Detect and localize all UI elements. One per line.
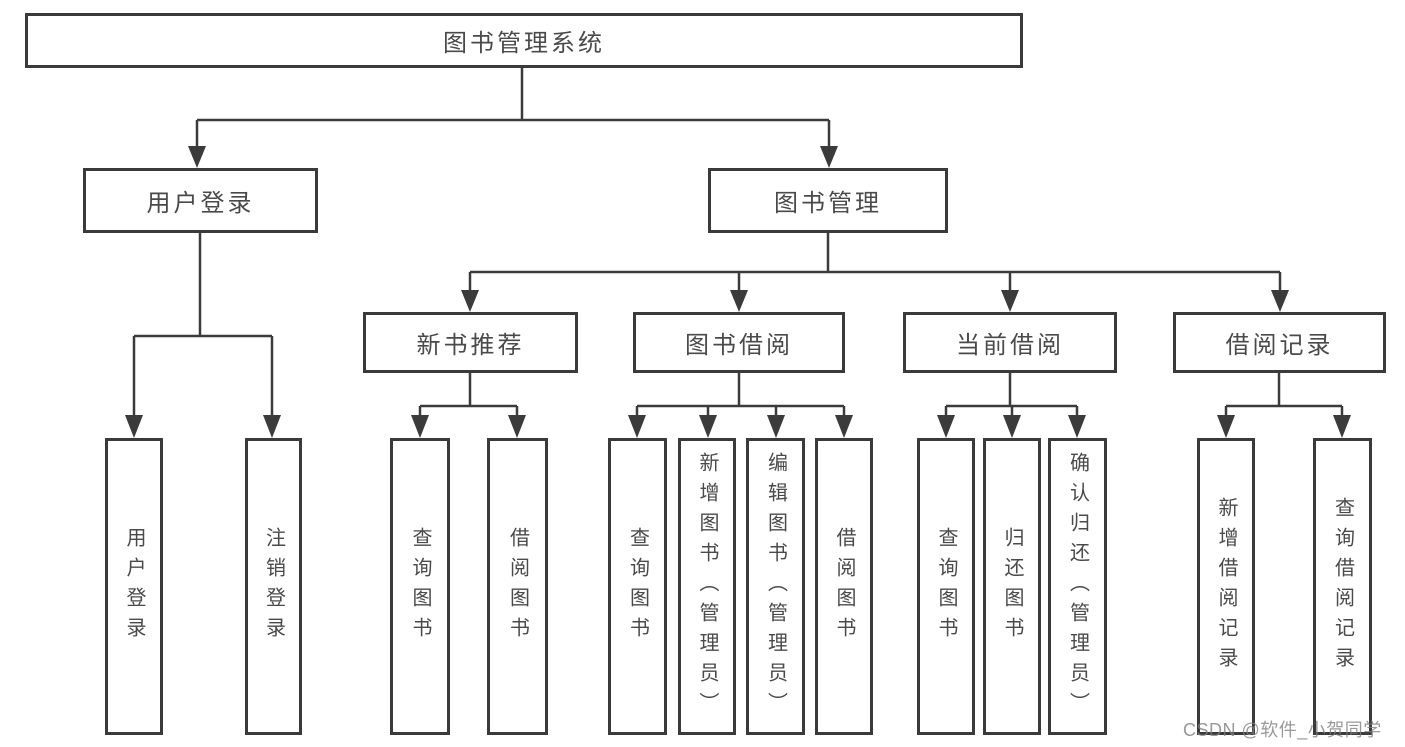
connector-arrowheads [125,146,1351,438]
leaf-user-login: 用户登录 [105,438,163,735]
node-user-login-branch: 用户登录 [83,168,318,233]
leaf-label: 新增借阅记录 [1215,496,1237,677]
connector-lines [132,68,1344,417]
node-label: 图书管理 [774,190,882,217]
node-label: 当前借阅 [956,332,1064,359]
csdn-watermark: CSDN @软件_小贺同学 [1183,720,1382,740]
leaf-label: 借阅图书 [506,526,529,647]
leaf-borrow-books: 借阅图书 [815,438,873,735]
leaf-edit-books-admin: 编辑图书（管理员） [746,438,805,735]
leaf-label: 确认归还（管理员） [1066,451,1089,722]
node-book-management: 图书管理 [708,168,948,233]
leaf-label: 查询图书 [409,526,431,647]
node-label: 用户登录 [146,190,255,217]
node-borrowing-records: 借阅记录 [1173,312,1386,373]
node-label: 借阅记录 [1225,332,1334,359]
leaf-label: 编辑图书（管理员） [764,451,787,722]
leaf-add-books-admin: 新增图书（管理员） [678,438,736,735]
node-label: 图书借阅 [685,332,793,359]
node-current-borrowing: 当前借阅 [903,312,1117,373]
leaf-label: 新增图书（管理员） [696,451,718,722]
node-library-management-system: 图书管理系统 [25,13,1023,68]
leaf-label: 查询图书 [935,526,957,647]
leaf-borrow-books-recommend: 借阅图书 [487,438,548,735]
leaf-label: 归还图书 [1001,526,1023,647]
leaf-query-books-borrow: 查询图书 [608,438,667,735]
leaf-query-borrow-record: 查询借阅记录 [1313,438,1372,735]
node-book-borrowing: 图书借阅 [633,312,845,373]
leaf-query-books-recommend: 查询图书 [390,438,450,735]
leaf-logout: 注销登录 [245,438,302,735]
leaf-return-books: 归还图书 [983,438,1041,735]
leaf-label: 借阅图书 [833,526,855,647]
node-new-book-recommend: 新书推荐 [363,312,578,373]
leaf-label: 查询图书 [626,526,649,647]
leaf-query-books-current: 查询图书 [917,438,975,735]
leaf-label: 用户登录 [123,526,145,647]
node-label: 新书推荐 [416,332,525,359]
node-label: 图书管理系统 [443,30,605,57]
leaf-confirm-return-admin: 确认归还（管理员） [1048,438,1107,735]
leaf-label: 查询借阅记录 [1331,496,1354,677]
leaf-add-borrow-record: 新增借阅记录 [1197,438,1255,735]
leaf-label: 注销登录 [262,526,285,647]
